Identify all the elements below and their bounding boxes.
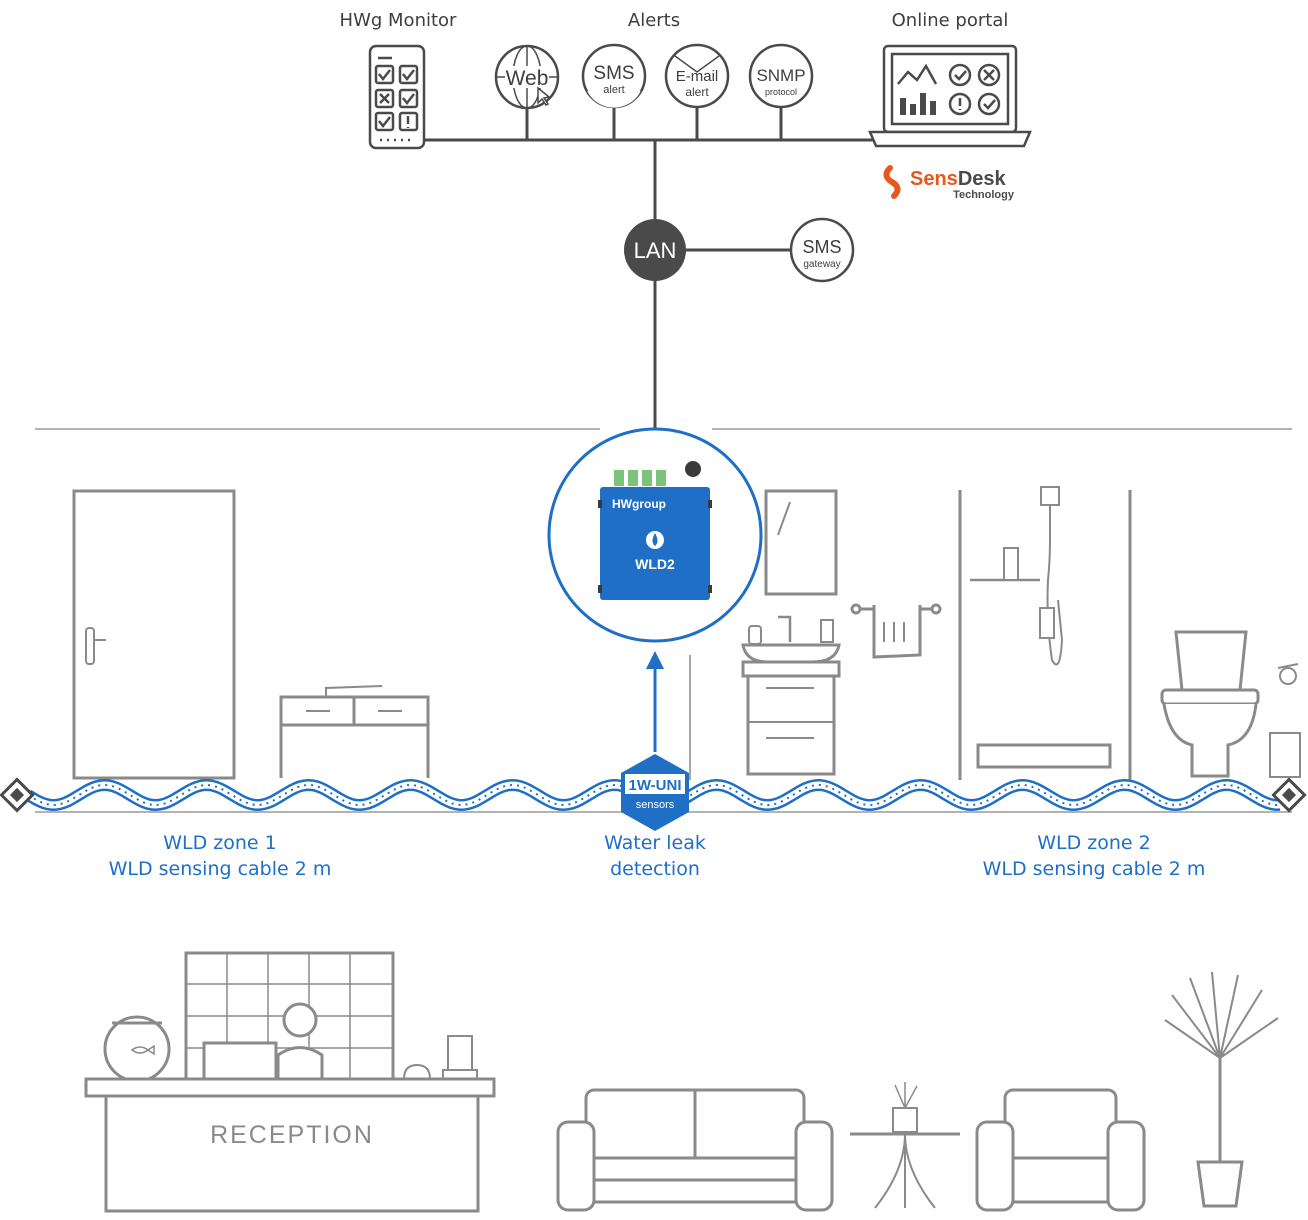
svg-text:HWgroup: HWgroup <box>612 497 666 511</box>
sensdesk-logo: SensDesk Technology <box>883 165 1015 201</box>
zone2-title: WLD zone 2 <box>1037 832 1151 854</box>
cable-end-right <box>1271 777 1307 813</box>
zone2-label: WLD zone 2 WLD sensing cable 2 m <box>934 830 1254 882</box>
online-portal-label: Online portal <box>891 10 1009 31</box>
lan-icon: LAN <box>624 219 686 281</box>
svg-text:Web: Web <box>506 67 549 90</box>
reception-area: RECEPTION <box>84 951 496 1213</box>
door <box>72 489 236 780</box>
svg-text:1W-UNI: 1W-UNI <box>628 777 681 794</box>
zone1-label: WLD zone 1 WLD sensing cable 2 m <box>60 830 380 882</box>
web-icon: Web <box>494 44 560 110</box>
svg-text:SNMP: SNMP <box>756 66 805 85</box>
laptop-icon <box>868 44 1032 148</box>
alerts-label: Alerts <box>627 10 681 31</box>
svg-text:sensors: sensors <box>636 799 675 811</box>
wld2-device: HWgroup WLD2 <box>547 427 763 643</box>
svg-text:E-mail: E-mail <box>676 68 719 85</box>
svg-text:SensDesk: SensDesk <box>910 168 1007 190</box>
svg-text:WLD2: WLD2 <box>635 556 675 572</box>
zone1-title: WLD zone 1 <box>163 832 277 854</box>
zone2-cable: WLD sensing cable 2 m <box>982 858 1206 880</box>
bathroom <box>689 486 1301 780</box>
sensor-badge: 1W-UNI sensors <box>621 754 689 831</box>
hwg-monitor-label: HWg Monitor <box>339 10 457 31</box>
sms-gateway-icon: SMS gateway <box>789 217 855 283</box>
water-leak-line1: Water leak <box>604 832 706 854</box>
water-leak-line2: detection <box>610 858 700 880</box>
water-leak-label: Water leak detection <box>535 830 775 882</box>
svg-text:alert: alert <box>685 85 709 99</box>
svg-text:alert: alert <box>603 84 624 96</box>
svg-text:SMS: SMS <box>593 63 634 84</box>
lounge-furniture <box>556 971 1279 1212</box>
network-lines <box>398 105 878 430</box>
svg-text:Technology: Technology <box>953 189 1015 201</box>
cabinet <box>279 685 430 778</box>
zone1-cable: WLD sensing cable 2 m <box>108 858 332 880</box>
snmp-protocol-icon: SNMP protocol <box>748 43 814 109</box>
phone-icon <box>368 44 426 150</box>
email-alert-icon: E-mail alert <box>664 43 730 109</box>
svg-text:SMS: SMS <box>802 237 841 257</box>
sms-alert-icon: SMS alert <box>581 43 647 109</box>
svg-text:LAN: LAN <box>634 238 677 263</box>
svg-text:gateway: gateway <box>803 259 840 270</box>
svg-text:RECEPTION: RECEPTION <box>210 1121 374 1149</box>
svg-text:protocol: protocol <box>765 87 797 97</box>
cable-end-left <box>0 777 35 813</box>
